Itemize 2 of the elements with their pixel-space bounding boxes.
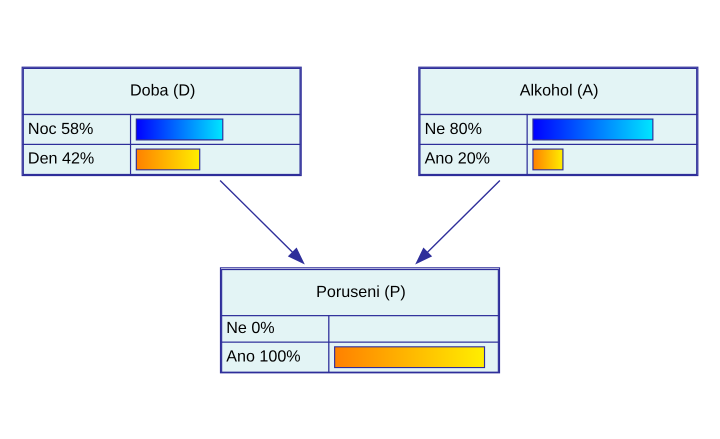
arrow [415,180,500,264]
arrow [220,180,305,264]
